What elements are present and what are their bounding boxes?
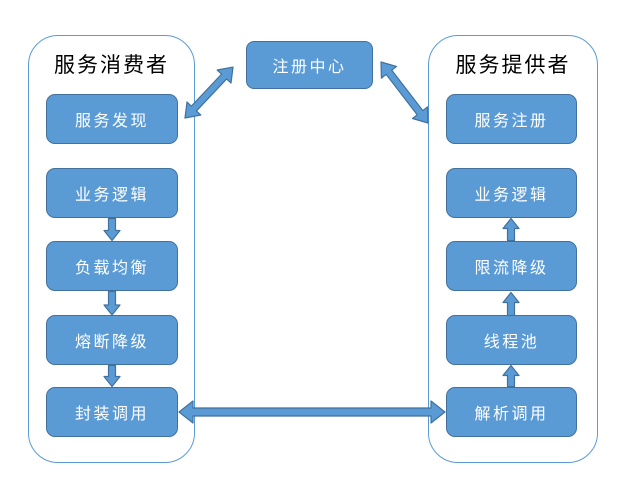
node-rate-limit-degrade: 限流降级 xyxy=(446,241,577,291)
consumer-title: 服务消费者 xyxy=(54,54,169,77)
node-service-registration: 服务注册 xyxy=(446,94,577,144)
node-encapsulate-call: 封装调用 xyxy=(46,387,178,437)
provider-title: 服务提供者 xyxy=(455,54,571,77)
node-registry-center: 注册中心 xyxy=(246,41,373,89)
node-thread-pool: 线程池 xyxy=(446,315,577,365)
node-provider-business-logic: 业务逻辑 xyxy=(446,168,577,218)
node-circuit-breaker: 熔断降级 xyxy=(46,315,178,365)
node-load-balancing: 负载均衡 xyxy=(46,241,178,291)
arrow-registry-registration xyxy=(380,61,429,124)
node-service-discovery: 服务发现 xyxy=(46,94,178,144)
node-consumer-business-logic: 业务逻辑 xyxy=(46,168,178,218)
arrow-encapsulate-parse xyxy=(178,400,446,424)
node-parse-call: 解析调用 xyxy=(446,387,577,437)
